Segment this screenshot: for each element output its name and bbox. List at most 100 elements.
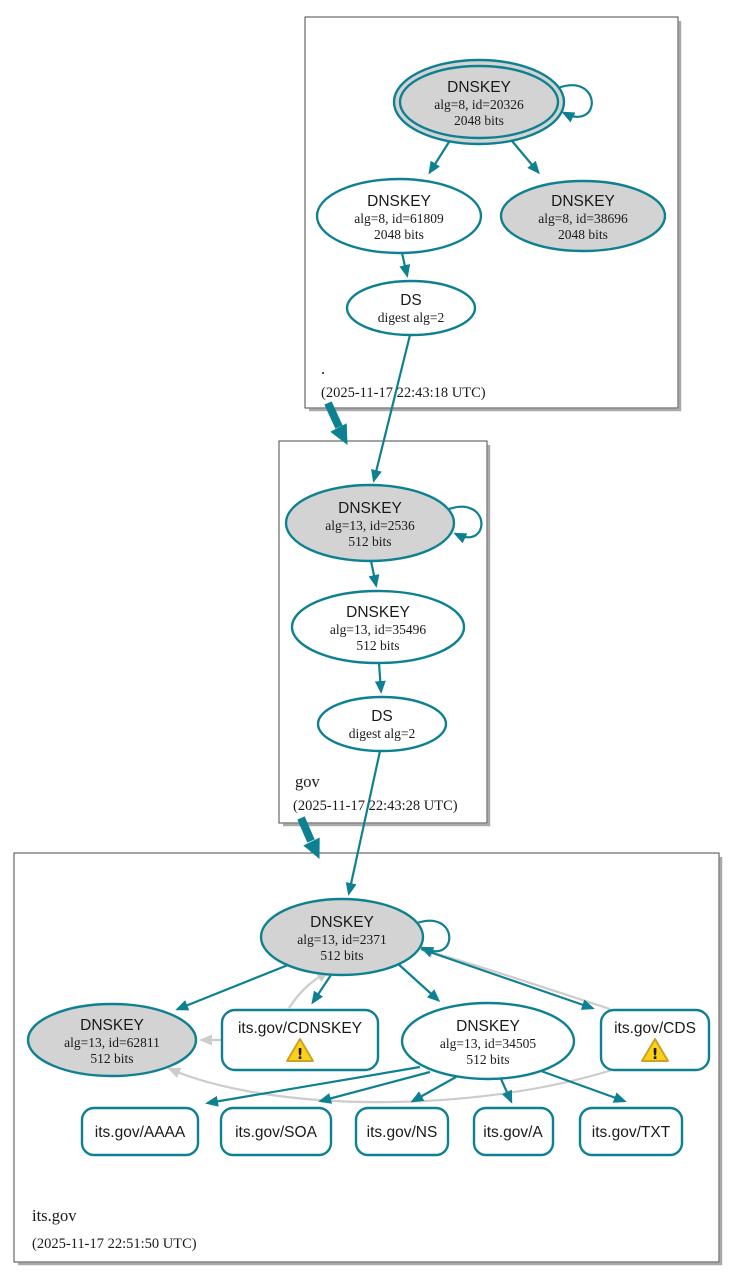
node-detail: 2048 bits [454, 113, 504, 128]
node-detail: digest alg=2 [349, 726, 415, 741]
edge-rootds-to-govksk [371, 334, 412, 483]
node-root-dnskey-38696[interactable]: DNSKEY alg=8, id=38696 2048 bits [499, 179, 667, 253]
itsgov-key62811-ellipse[interactable] [26, 1002, 198, 1078]
rrset-rect[interactable] [354, 1106, 450, 1157]
rrset-label: its.gov/NS [367, 1124, 438, 1141]
node-gov-zsk-dnskey-35496[interactable]: DNSKEY alg=13, id=35496 512 bits [290, 589, 466, 665]
node-title: DS [400, 292, 422, 309]
warning-icon: ! [641, 1038, 669, 1063]
node-root-zsk-dnskey-61809[interactable]: DNSKEY alg=8, id=61809 2048 bits [315, 177, 483, 255]
node-rrset-soa[interactable]: its.gov/SOA [219, 1106, 333, 1157]
node-title: DNSKEY [367, 193, 431, 210]
rrset-rect[interactable] [472, 1106, 555, 1157]
node-itsgov-ksk-dnskey-2371[interactable]: DNSKEY alg=13, id=2371 512 bits [259, 897, 425, 977]
node-rrset-ns[interactable]: its.gov/NS [354, 1106, 450, 1157]
node-detail: alg=13, id=34505 [440, 1036, 536, 1051]
node-detail: alg=13, id=35496 [330, 622, 426, 637]
node-detail: 2048 bits [374, 227, 424, 242]
node-rrset-a[interactable]: its.gov/A [472, 1106, 555, 1157]
zone-timestamp-itsgov: (2025-11-17 22:51:50 UTC) [32, 1236, 197, 1252]
node-itsgov-cds-rrset[interactable]: its.gov/CDS ! [599, 1008, 711, 1072]
node-title: DS [371, 708, 393, 725]
root-key38696-ellipse[interactable] [499, 179, 667, 253]
delegation-arrow-gov-to-itsgov [297, 816, 320, 859]
node-itsgov-dnskey-62811[interactable]: DNSKEY alg=13, id=62811 512 bits [26, 1002, 198, 1078]
node-root-ksk-dnskey-20326[interactable]: DNSKEY alg=8, id=20326 2048 bits [392, 58, 566, 146]
rrset-rect[interactable] [219, 1106, 333, 1157]
edge-rootksk-to-key38696 [511, 140, 540, 175]
edge-zsk34505-to-txt [540, 1069, 627, 1103]
zone-shadow [283, 445, 491, 827]
node-title: DNSKEY [338, 500, 402, 517]
edge-rootzsk-to-ds [399, 252, 411, 278]
node-rrset-aaaa[interactable]: its.gov/AAAA [80, 1106, 200, 1157]
node-detail: 2048 bits [558, 227, 608, 242]
edge-itsksk-to-key62811 [175, 963, 289, 1011]
zone-shadow [18, 857, 723, 1266]
gov-ds-ellipse[interactable] [316, 695, 448, 753]
root-zsk-ellipse[interactable] [315, 177, 483, 255]
itsgov-ksk-ellipse[interactable] [259, 897, 425, 977]
rrset-label: its.gov/SOA [235, 1124, 317, 1141]
rrset-label: its.gov/TXT [592, 1124, 671, 1141]
zone-label-itsgov: its.gov [32, 1206, 77, 1225]
delegation-arrow-root-to-gov [324, 401, 348, 445]
node-title: DNSKEY [447, 79, 511, 96]
node-title: DNSKEY [80, 1017, 144, 1034]
node-detail: alg=8, id=20326 [434, 97, 524, 112]
edge-govksk-to-zsk [368, 560, 380, 588]
node-title: DNSKEY [310, 914, 374, 931]
itsgov-zsk-ellipse[interactable] [400, 1001, 576, 1081]
rrset-label: its.gov/CDNSKEY [238, 1020, 362, 1037]
zone-label-gov: gov [295, 772, 321, 791]
node-detail: digest alg=2 [378, 310, 444, 325]
rrset-label: its.gov/A [483, 1124, 543, 1141]
edge-zsk34505-to-soa [318, 1070, 431, 1104]
edge-zsk34505-to-aaaa [205, 1065, 421, 1107]
root-ds-ellipse[interactable] [345, 279, 477, 337]
node-gov-ds[interactable]: DS digest alg=2 [316, 695, 448, 753]
gov-zsk-ellipse[interactable] [290, 589, 466, 665]
zone-shadow [309, 21, 682, 412]
node-root-ds[interactable]: DS digest alg=2 [345, 279, 477, 337]
node-detail: alg=8, id=61809 [354, 211, 444, 226]
root-ksk-ellipse-inner [398, 64, 560, 140]
zone-timestamp-root: (2025-11-17 22:43:18 UTC) [321, 385, 486, 401]
node-detail: alg=13, id=2371 [297, 932, 386, 947]
gov-ksk-ellipse[interactable] [284, 483, 456, 563]
node-detail: 512 bits [320, 948, 363, 963]
node-detail: 512 bits [348, 534, 391, 549]
node-title: DNSKEY [346, 604, 410, 621]
rrset-label: its.gov/CDS [614, 1020, 696, 1037]
edge-govds-to-itsksk [345, 750, 382, 896]
edge-itsksk-to-zsk34505 [395, 961, 441, 1003]
node-gov-ksk-dnskey-2536[interactable]: DNSKEY alg=13, id=2536 512 bits [284, 483, 456, 563]
node-title: DNSKEY [551, 193, 615, 210]
edge-itsksk-to-cds [420, 947, 595, 1010]
node-detail: alg=8, id=38696 [538, 211, 628, 226]
edge-cds-to-key62811 [167, 1067, 613, 1104]
svg-text:!: ! [297, 1045, 304, 1063]
node-detail: 512 bits [356, 638, 399, 653]
node-detail: 512 bits [466, 1052, 509, 1067]
rrset-rect[interactable] [578, 1106, 684, 1157]
node-detail: 512 bits [90, 1051, 133, 1066]
svg-text:!: ! [652, 1045, 659, 1063]
node-itsgov-zsk-dnskey-34505[interactable]: DNSKEY alg=13, id=34505 512 bits [400, 1001, 576, 1081]
zone-timestamp-gov: (2025-11-17 22:43:28 UTC) [293, 798, 458, 814]
root-ksk-ellipse-outer[interactable] [392, 58, 566, 146]
rrset-rect[interactable] [80, 1106, 200, 1157]
edge-itsksk-to-cdnskey [311, 974, 332, 1005]
node-rrset-txt[interactable]: its.gov/TXT [578, 1106, 684, 1157]
warning-icon: ! [286, 1038, 314, 1063]
edge-zsk34505-to-ns [410, 1076, 457, 1103]
edge-itsksk-selfsign-loop [416, 919, 451, 958]
zone-label-root: . [321, 359, 325, 378]
edge-govksk-selfsign-loop [448, 505, 483, 544]
edge-zsk34505-to-a [499, 1078, 513, 1104]
node-itsgov-cdnskey-rrset[interactable]: its.gov/CDNSKEY ! [220, 1008, 380, 1072]
edge-rootksk-selfsign-loop [557, 84, 593, 123]
rrset-label: its.gov/AAAA [95, 1124, 186, 1141]
